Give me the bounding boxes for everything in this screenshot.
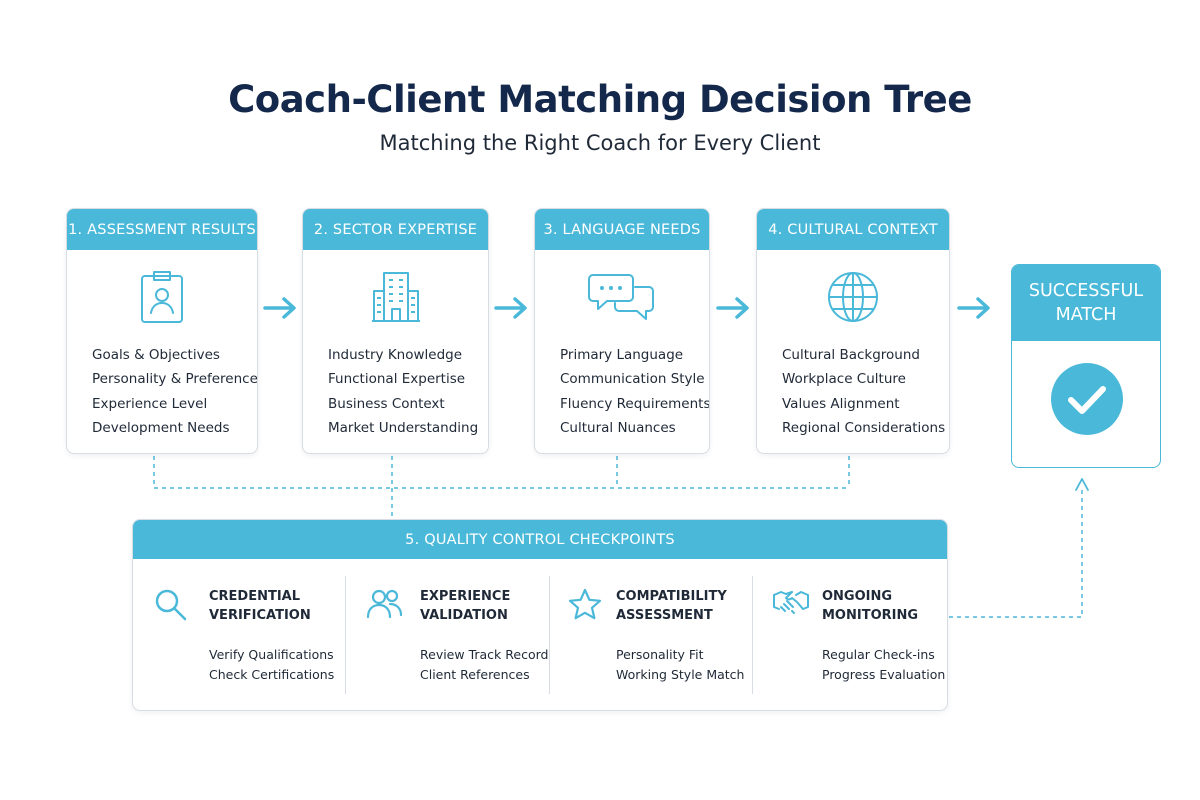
checkmark-circle-icon xyxy=(1051,363,1123,435)
checkpoint-ongoing-monitoring: ONGOING MONITORING Regular Check-ins Pro… xyxy=(752,559,947,710)
step-language-needs: 3. LANGUAGE NEEDS Primary Language Commu… xyxy=(534,208,710,454)
step-header: 3. LANGUAGE NEEDS xyxy=(535,209,709,250)
list-item: Client References xyxy=(420,667,530,682)
list-item: Fluency Requirements xyxy=(560,395,710,412)
divider xyxy=(549,576,550,694)
globe-icon xyxy=(828,272,878,322)
checkpoint-item-list: Verify Qualifications Check Certificatio… xyxy=(209,645,334,685)
list-item: Goals & Objectives xyxy=(92,347,220,363)
list-item: Development Needs xyxy=(92,419,230,436)
handshake-icon xyxy=(773,591,809,614)
list-item: Cultural Nuances xyxy=(560,419,676,436)
step-cultural-context: 4. CULTURAL CONTEXT Cultural Background … xyxy=(756,208,950,454)
building-icon xyxy=(371,272,420,322)
checkpoint-compatibility-assessment: COMPATIBILITY ASSESSMENT Personality Fit… xyxy=(549,559,752,710)
list-item: Verify Qualifications xyxy=(209,647,334,662)
page-title: Coach-Client Matching Decision Tree xyxy=(228,78,972,121)
divider xyxy=(345,576,346,694)
checkpoint-title: ONGOING MONITORING xyxy=(822,589,919,623)
step-item-list: Goals & Objectives Personality & Prefere… xyxy=(92,343,258,440)
checkpoint-title: CREDENTIAL VERIFICATION xyxy=(209,589,311,623)
step-assessment-results: 1. ASSESSMENT RESULTS Goals & Objectives… xyxy=(66,208,258,454)
step-header: 2. SECTOR EXPERTISE xyxy=(303,209,488,250)
list-item: Progress Evaluation xyxy=(822,667,946,682)
people-icon xyxy=(366,589,403,619)
list-item: Market Understanding xyxy=(328,419,479,436)
successful-match-box: SUCCESSFUL MATCH xyxy=(1011,264,1161,468)
list-item: Business Context xyxy=(328,395,445,412)
star-icon xyxy=(568,588,602,620)
checkpoint-item-list: Regular Check-ins Progress Evaluation xyxy=(822,645,945,685)
up-arrowhead xyxy=(1075,478,1089,491)
checkpoint-item-list: Review Track Record Client References xyxy=(420,645,548,685)
list-item: Personality Fit xyxy=(616,647,704,662)
list-item: Industry Knowledge xyxy=(328,347,463,363)
quality-control-header: 5. QUALITY CONTROL CHECKPOINTS xyxy=(133,520,947,559)
quality-control-panel: 5. QUALITY CONTROL CHECKPOINTS CREDENTIA… xyxy=(132,519,948,711)
step-item-list: Cultural Background Workplace Culture Va… xyxy=(782,343,945,440)
page-subtitle: Matching the Right Coach for Every Clien… xyxy=(379,131,821,155)
list-item: Regular Check-ins xyxy=(822,647,935,662)
list-item: Review Track Record xyxy=(420,647,549,662)
step-item-list: Primary Language Communication Style Flu… xyxy=(560,343,710,440)
list-item: Regional Considerations xyxy=(782,419,946,436)
list-item: Workplace Culture xyxy=(782,371,906,388)
list-item: Working Style Match xyxy=(616,667,745,682)
checkpoint-title: COMPATIBILITY ASSESSMENT xyxy=(616,589,727,623)
checkpoint-credential-verification: CREDENTIAL VERIFICATION Verify Qualifica… xyxy=(133,559,345,710)
list-item: Functional Expertise xyxy=(328,371,466,388)
list-item: Communication Style xyxy=(560,371,705,388)
list-item: Cultural Background xyxy=(782,347,920,363)
list-item: Primary Language xyxy=(560,347,684,363)
list-item: Check Certifications xyxy=(209,667,335,682)
list-item: Values Alignment xyxy=(782,395,900,412)
step-header: 1. ASSESSMENT RESULTS xyxy=(67,209,257,250)
arrow-right-icon xyxy=(263,297,296,319)
clipboard-profile-icon xyxy=(141,271,183,323)
step-header: 4. CULTURAL CONTEXT xyxy=(757,209,949,250)
magnifier-icon xyxy=(155,589,187,621)
arrow-right-icon xyxy=(957,297,990,319)
checkpoint-experience-validation: EXPERIENCE VALIDATION Review Track Recor… xyxy=(345,559,549,710)
checkpoint-title: EXPERIENCE VALIDATION xyxy=(420,589,511,623)
chat-bubbles-icon xyxy=(588,274,654,320)
list-item: Experience Level xyxy=(92,395,208,412)
arrow-right-icon xyxy=(494,297,527,319)
list-item: Personality & Preferences xyxy=(92,371,258,388)
successful-match-label: SUCCESSFUL MATCH xyxy=(1012,265,1160,341)
connector-qc-to-match xyxy=(949,486,1083,618)
step-item-list: Industry Knowledge Functional Expertise … xyxy=(328,343,478,440)
divider xyxy=(752,576,753,694)
checkpoint-item-list: Personality Fit Working Style Match xyxy=(616,645,744,685)
arrow-right-icon xyxy=(716,297,749,319)
step-sector-expertise: 2. SECTOR EXPERTISE Industry Knowledge F… xyxy=(302,208,489,454)
